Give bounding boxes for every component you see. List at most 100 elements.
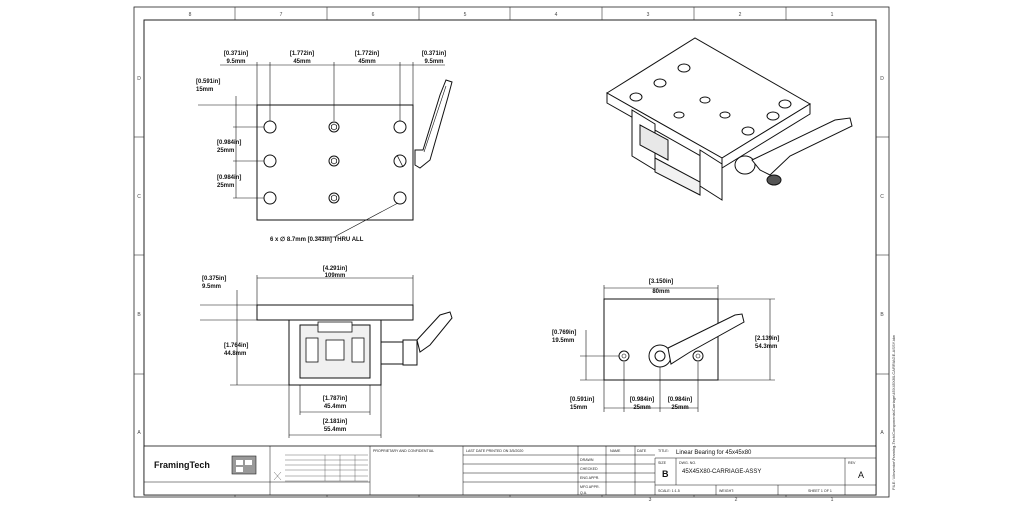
iso-knob [734,155,756,175]
dim-left-2: [0.984in] 25mm [217,175,241,189]
front-lever [416,311,453,353]
hole [263,191,277,205]
svg-text:[0.371in]: [0.371in] [224,51,248,57]
iso-hole [766,111,780,121]
zone-row-a-right: A [880,430,884,436]
hole [263,154,277,168]
title-value: Linear Bearing for 45x45x80 [676,450,752,456]
zone-row-a: A [137,430,141,436]
zone-row-b: B [137,312,141,318]
sheet-label: SHEET 1 OF 1 [808,489,832,493]
dim-front-height: [1.764in] 44.8mm [224,343,248,357]
svg-text:45.4mm: 45.4mm [324,404,346,410]
front-slot [305,337,319,363]
iso-rail [654,157,701,196]
svg-text:[0.984in]: [0.984in] [217,140,241,146]
zone-col-2: 2 [739,12,742,18]
dim-top-3: [0.371in] 9.5mm [422,51,446,65]
svg-text:[1.787in]: [1.787in] [323,396,347,402]
svg-text:54.3mm: 54.3mm [755,344,777,350]
eng-appr-label: ENG APPR. [580,476,599,480]
dwg-label: DWG. NO. [679,461,696,465]
hole [263,120,277,134]
svg-text:[0.984in]: [0.984in] [217,175,241,181]
dim-left-1: [0.984in] 25mm [217,140,241,154]
front-slot [351,337,365,363]
iso-right-leg [699,149,723,201]
drawn-label: DRAWN [580,458,594,462]
svg-text:9.5mm: 9.5mm [226,59,245,65]
svg-text:25mm: 25mm [633,405,650,411]
zone-row-c: C [137,194,141,200]
zone-row-d: D [137,76,141,82]
zone-bottom-col-3: 3 [649,497,652,503]
svg-text:80mm: 80mm [652,289,669,295]
revision-table [273,454,368,482]
dim-left-0: [0.591in] 15mm [196,79,220,93]
svg-text:9.5mm: 9.5mm [202,284,221,290]
hole-callout: 6 x ∅ 8.7mm [0.343in] THRU ALL [270,236,364,243]
zone-col-1: 1 [831,12,834,18]
zone-col-5: 5 [464,12,467,18]
dim-top-2: [1.772in] 45mm [355,51,379,65]
svg-text:[1.764in]: [1.764in] [224,343,248,349]
top-view: [0.371in] 9.5mm [1.772in] 45mm [1.772in]… [196,51,453,243]
front-center [325,339,345,361]
margin-file-path: FILE: \\\Inventor\Framing-Tech\Component… [891,335,896,490]
iso-screw [673,111,685,119]
svg-text:[0.769in]: [0.769in] [552,330,576,336]
iso-screw [719,111,731,119]
svg-text:9.5mm: 9.5mm [424,59,443,65]
dim-front-plate: [0.375in] 9.5mm [202,276,226,290]
iso-lever-end [766,174,782,186]
zone-bottom-col-2: 2 [735,497,738,503]
svg-text:[1.772in]: [1.772in] [355,51,379,57]
iso-screw [699,96,711,104]
size-label: SIZE [658,461,667,465]
iso-lever [751,117,853,176]
hole [393,120,407,134]
svg-text:45mm: 45mm [358,59,375,65]
socket-screw [328,192,340,204]
front-view: [0.375in] 9.5mm [4.291in] 109mm [1.764in… [200,266,453,438]
dim-top-0: [0.371in] 9.5mm [224,51,248,65]
svg-text:15mm: 15mm [196,87,213,93]
zone-bottom-col-1: 1 [831,497,834,503]
svg-text:[0.375in]: [0.375in] [202,276,226,282]
front-knob [380,341,404,365]
rev-label: REV [848,461,856,465]
svg-text:25mm: 25mm [217,183,234,189]
svg-text:[4.291in]: [4.291in] [323,266,347,272]
iso-profile [639,124,669,161]
zone-ticks [134,7,889,497]
zone-col-7: 7 [280,12,283,18]
svg-text:[0.984in]: [0.984in] [668,397,692,403]
front-plate [256,304,414,321]
zone-row-b-right: B [880,312,884,318]
zone-labels: 8 7 6 5 4 3 2 1 3 2 1 D C B A D C B A [137,12,884,503]
svg-text:[3.150in]: [3.150in] [649,279,673,285]
iso-hole [741,126,755,136]
date-col: DATE [637,449,647,453]
logo-text: FramingTech [154,460,210,470]
zone-col-4: 4 [555,12,558,18]
dim-front-outer: [2.181in] 55.4mm [323,419,347,433]
side-hole [692,350,704,362]
dim-top-1: [1.772in] 45mm [290,51,314,65]
svg-text:[0.371in]: [0.371in] [422,51,446,57]
iso-hole [629,92,643,102]
proprietary-title: PROPRIETARY AND CONFIDENTIAL [373,449,434,453]
svg-text:15mm: 15mm [570,405,587,411]
svg-text:[2.139in]: [2.139in] [755,336,779,342]
isometric-view [606,37,853,201]
dim-side-bottom: [0.591in] 15mm [570,397,594,411]
side-lever [667,313,745,365]
company-logo: FramingTech [154,455,257,475]
svg-text:[0.591in]: [0.591in] [570,397,594,403]
name-col: NAME [610,449,621,453]
svg-text:[0.984in]: [0.984in] [630,397,654,403]
dim-front-width: [4.291in] 109mm [323,266,347,279]
svg-text:[0.591in]: [0.591in] [196,79,220,85]
zone-row-c-right: C [880,194,884,200]
dim-side-width: [3.150in] 80mm [649,279,673,295]
